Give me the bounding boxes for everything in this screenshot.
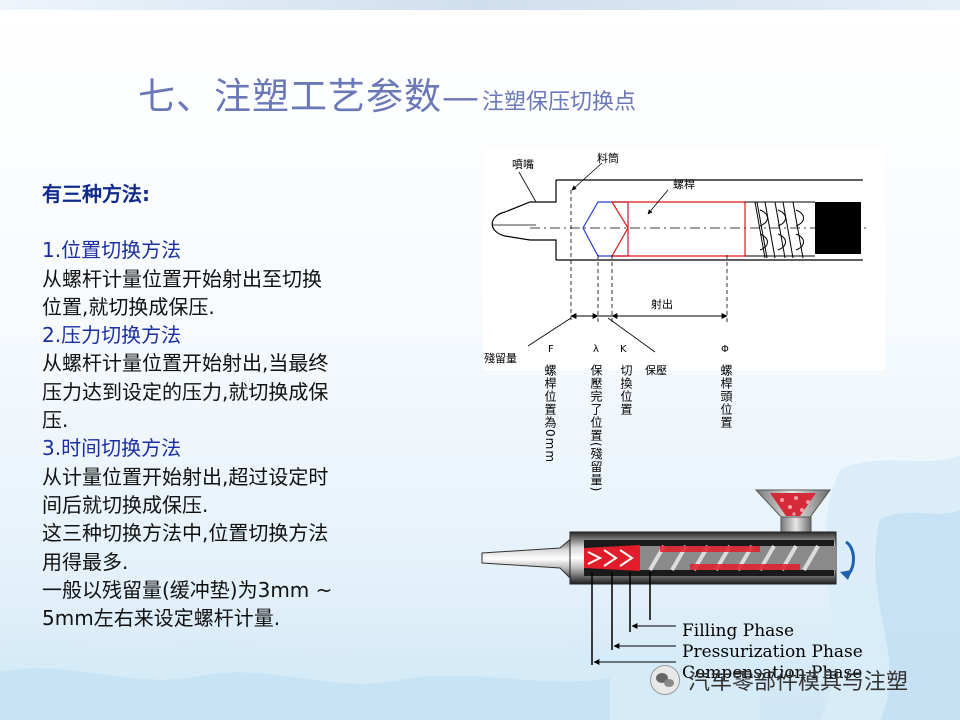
label-residual: 殘留量 (484, 351, 517, 365)
line-8: 从计量位置开始射出,超过设定时 (42, 464, 329, 489)
wechat-icon (650, 665, 680, 695)
melt-chevrons (587, 549, 634, 567)
phase-lines (591, 572, 651, 665)
page-title: 七、注塑工艺参数—注塑保压切换点 (138, 66, 778, 126)
screw-drive-block (815, 202, 861, 254)
line-1: 从螺杆计量位置开始射出至切换 (42, 266, 322, 291)
line-6: 压. (42, 408, 69, 433)
line-9: 间后就切换成保压. (42, 492, 209, 517)
line-11: 用得最多. (42, 549, 129, 574)
nozzle-bottom-outline (504, 235, 557, 260)
marker-hold-end: λ (593, 344, 599, 355)
line-7: 3.时间切换方法 (42, 436, 182, 461)
phase-filling: Filling Phase (682, 621, 794, 641)
hold-leader (607, 317, 656, 353)
label-nozzle: 噴嘴 (512, 158, 534, 171)
method-description: 有三种方法: 1.位置切换方法 从螺杆计量位置开始射出至切换 位置,就切换成保压… (42, 180, 392, 632)
schematic-background (483, 148, 885, 370)
line-2: 位置,就切换成保压. (42, 294, 215, 319)
line-0: 1.位置切换方法 (42, 238, 182, 263)
line-12: 一般以残留量(缓冲垫)为3mm ~ (42, 577, 333, 602)
label-zero-pos: 螺桿位置為0mm (543, 364, 557, 463)
label-hold: 保壓 (645, 363, 667, 377)
melt-front (584, 545, 640, 571)
label-screw-head: 螺桿頭位置 (719, 364, 733, 429)
watermark: 汽车零部件模具与注塑 (650, 664, 940, 696)
title-main: 七、注塑工艺参数— (138, 75, 480, 118)
top-decor-strip (0, 0, 960, 10)
title-sub: 注塑保压切换点 (482, 90, 637, 115)
methods-heading: 有三种方法: (42, 182, 150, 206)
label-injection: 射出 (651, 297, 673, 311)
melt-in-flights (660, 546, 800, 570)
label-screw: 螺桿 (673, 177, 695, 191)
screw-body-red (610, 201, 746, 257)
watermark-text: 汽车零部件模具与注塑 (688, 670, 909, 695)
label-barrel: 料筒 (597, 151, 619, 165)
barrel-leader (571, 162, 603, 191)
line-10: 这三种切换方法中,位置切换方法 (42, 521, 329, 546)
nozzle-tip (491, 211, 506, 237)
pellet-dots (780, 496, 810, 516)
nozzle-top-outline (504, 180, 557, 213)
line-3: 2.压力切换方法 (42, 323, 182, 348)
rotation-arrowhead (840, 570, 852, 580)
nozzle-leader (518, 171, 537, 203)
screw-flights (745, 201, 815, 259)
marker-switch: K (620, 344, 627, 355)
screw-schematic: 噴嘴 料筒 螺桿 射出 殘留量 保壓 F λ K Φ 螺桿位置為0mm 保壓完了… (483, 148, 885, 492)
marker-head: Φ (721, 344, 729, 355)
label-hold-end: 保壓完了位置(殘留量) (589, 364, 603, 493)
line-4: 从螺杆计量位置开始射出,当最终 (42, 351, 329, 376)
phase-compensation: Compensation Phase (682, 663, 862, 683)
phase-pressurization: Pressurization Phase (682, 642, 863, 662)
cutaway-nozzle (481, 534, 575, 584)
line-5: 压力达到设定的压力,就切换成保 (42, 379, 329, 404)
line-13: 5mm左右来设定螺杆计量. (42, 606, 281, 631)
residual-leader (527, 317, 572, 347)
screw-leader (647, 189, 669, 215)
label-switch-pos: 切換位置 (619, 364, 633, 416)
marker-zero: F (548, 344, 554, 355)
injection-unit-cutaway: Filling Phase Pressurization Phase Compe… (481, 489, 863, 683)
